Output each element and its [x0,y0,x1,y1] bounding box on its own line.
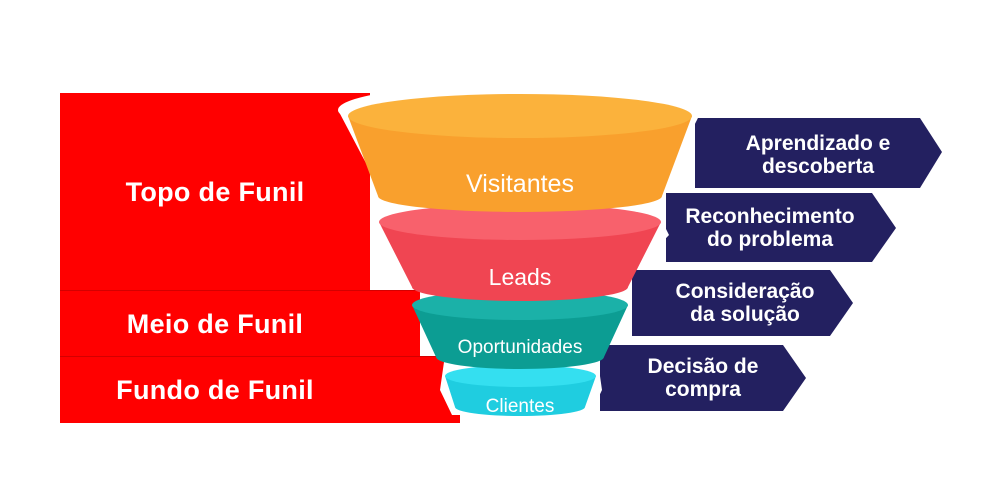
stage-label-meio: Meio de Funil [126,308,304,339]
journey-arrow-1-line1: Aprendizado e [746,132,891,155]
journey-arrow-4-line2: compra [665,378,741,401]
journey-arrow-2: Reconhecimento do problema [666,193,896,262]
journey-arrow-1: Aprendizado e descoberta [695,118,942,188]
funnel-label-visitantes: Visitantes [466,170,574,198]
funnel-label-leads: Leads [489,264,552,290]
funnel-segment-leads: Leads [379,204,661,301]
funnel-label-clientes: Clientes [486,396,555,417]
funnel-segment-clientes: Clientes [445,365,596,417]
funnel-label-oportunidades: Oportunidades [458,337,583,358]
journey-arrow-2-line2: do problema [707,228,833,251]
journey-arrow-3: Consideração da solução [632,270,853,336]
stage-band-fundo [60,357,460,423]
funnel-segment-visitantes: Visitantes [348,94,692,212]
journey-arrow-4: Decisão de compra [600,345,806,411]
journey-arrow-3-line2: da solução [690,303,800,326]
journey-arrow-1-line2: descoberta [762,155,874,178]
stage-band-meio [60,291,420,356]
journey-arrow-2-line1: Reconhecimento [685,205,854,228]
stage-label-topo: Topo de Funil [125,176,305,207]
stage-band-topo [60,93,370,290]
journey-arrow-4-line1: Decisão de [648,355,759,378]
journey-arrow-3-line1: Consideração [676,280,815,303]
funnel-segment-oportunidades: Oportunidades [412,290,628,369]
stage-label-fundo: Fundo de Funil [116,374,314,405]
